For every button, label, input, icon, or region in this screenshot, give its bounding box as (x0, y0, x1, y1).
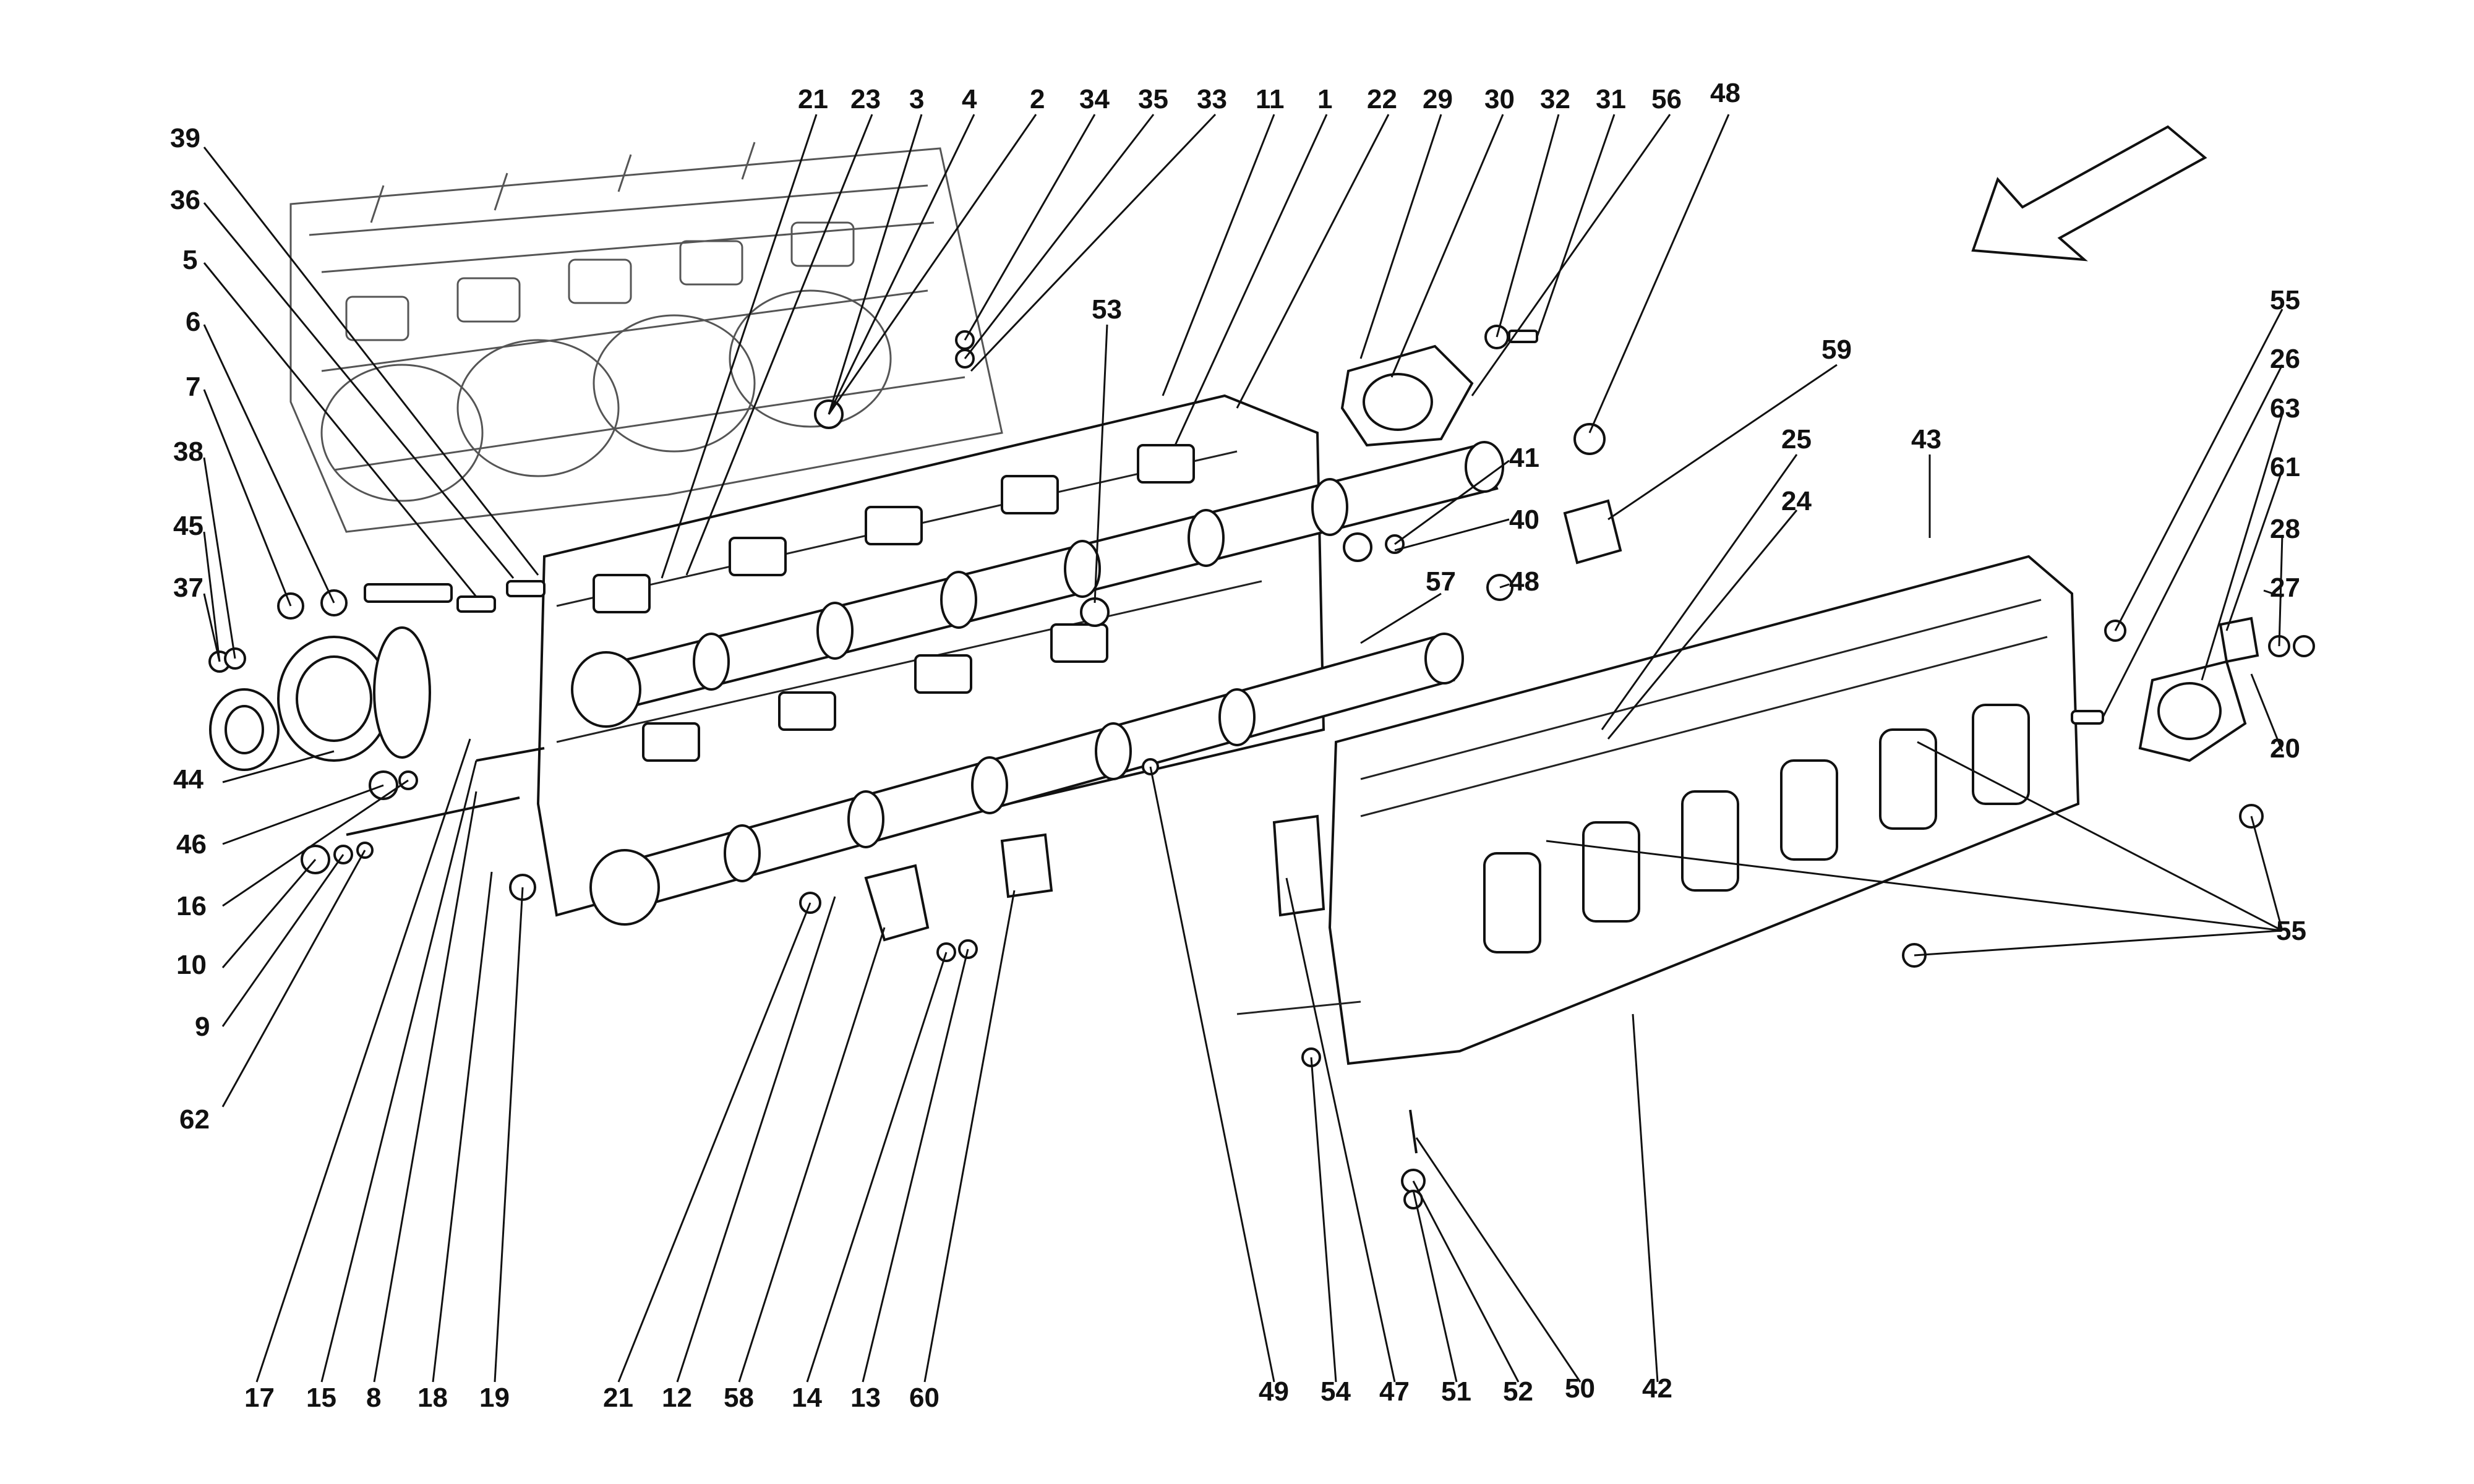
label-52: 52 (1503, 1376, 1533, 1407)
label-42: 42 (1642, 1373, 1672, 1404)
label-7: 7 (186, 372, 200, 402)
label-36: 36 (170, 185, 200, 215)
label-33: 33 (1197, 84, 1227, 114)
label-14: 14 (792, 1383, 822, 1413)
label-44: 44 (173, 764, 203, 795)
label-13: 13 (850, 1383, 881, 1413)
label-5: 5 (182, 245, 197, 275)
label-45: 45 (173, 511, 203, 541)
label-27: 27 (2270, 573, 2300, 603)
label-56: 56 (1651, 84, 1682, 114)
lower-camshaft (589, 633, 1464, 926)
leader-lines (203, 113, 2284, 1383)
label-31: 31 (1596, 84, 1626, 114)
label-29: 29 (1423, 84, 1453, 114)
label-47: 47 (1379, 1376, 1410, 1407)
label-57: 57 (1426, 566, 1456, 597)
label-35: 35 (1138, 84, 1168, 114)
label-17: 17 (244, 1383, 275, 1413)
label-49: 49 (1259, 1376, 1289, 1407)
label-25: 25 (1781, 424, 1812, 454)
label-21-top: 21 (798, 84, 828, 114)
label-18: 18 (417, 1383, 448, 1413)
label-3: 3 (909, 84, 924, 114)
camshaft-cover (1236, 555, 2080, 1065)
label-55-bottom: 55 (2276, 916, 2306, 946)
label-38: 38 (173, 437, 203, 467)
label-48-middle: 48 (1509, 566, 1539, 597)
label-54: 54 (1320, 1376, 1351, 1407)
label-30: 30 (1484, 84, 1515, 114)
label-22: 22 (1367, 84, 1397, 114)
label-32: 32 (1540, 84, 1570, 114)
label-40: 40 (1509, 505, 1539, 535)
label-39: 39 (170, 123, 200, 153)
label-26: 26 (2270, 344, 2300, 374)
upper-camshaft (571, 441, 1504, 728)
label-51: 51 (1441, 1376, 1471, 1407)
label-21-bottom: 21 (603, 1383, 633, 1413)
label-63: 63 (2270, 393, 2300, 424)
label-61: 61 (2270, 452, 2300, 482)
label-15: 15 (306, 1383, 336, 1413)
label-28: 28 (2270, 514, 2300, 544)
label-12: 12 (662, 1383, 692, 1413)
label-16: 16 (176, 891, 207, 921)
label-59: 59 (1821, 335, 1852, 365)
direction-arrow-icon (1971, 125, 2207, 262)
label-6: 6 (186, 307, 200, 337)
left-small-parts (208, 580, 546, 901)
engine-block-background (289, 142, 1003, 533)
label-34: 34 (1079, 84, 1110, 114)
label-2: 2 (1030, 84, 1045, 114)
label-8: 8 (366, 1383, 381, 1413)
label-10: 10 (176, 950, 207, 980)
label-48-top: 48 (1710, 78, 1740, 108)
label-4: 4 (962, 84, 977, 114)
label-46: 46 (176, 829, 207, 859)
label-1: 1 (1317, 84, 1332, 114)
label-24: 24 (1781, 486, 1812, 516)
label-9: 9 (195, 1012, 210, 1042)
label-23: 23 (850, 84, 881, 114)
label-58: 58 (724, 1383, 754, 1413)
label-37: 37 (173, 573, 203, 603)
top-small-parts (799, 325, 1622, 962)
label-53: 53 (1092, 294, 1122, 325)
label-11: 11 (1256, 84, 1285, 114)
label-55-top: 55 (2270, 285, 2300, 315)
label-19: 19 (479, 1383, 510, 1413)
label-50: 50 (1565, 1373, 1595, 1404)
label-20: 20 (2270, 733, 2300, 764)
label-41: 41 (1509, 443, 1539, 473)
label-43: 43 (1911, 424, 1941, 454)
label-60: 60 (909, 1383, 940, 1413)
part-number-labels: 39 36 5 6 7 38 45 37 44 46 16 10 9 62 21… (170, 78, 2306, 1413)
label-62: 62 (179, 1104, 210, 1135)
